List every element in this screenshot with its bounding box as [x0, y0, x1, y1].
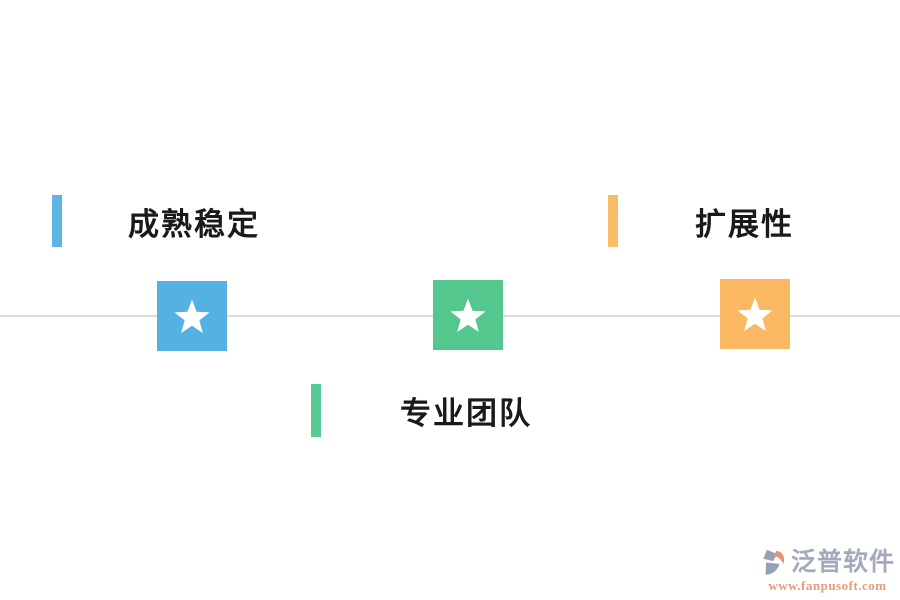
watermark-url: www.fanpusoft.com [768, 578, 887, 593]
feature-block-professional-team: 专业团队 [311, 384, 532, 437]
feature-label: 专业团队 [400, 396, 532, 431]
feature-block-mature-stable: 成熟稳定 [52, 195, 260, 247]
feature-label: 成熟稳定 [128, 206, 260, 242]
watermark-brand-row: 泛普软件 [760, 547, 895, 577]
fanpu-logo-icon [763, 549, 785, 575]
star-tile [720, 279, 790, 349]
watermark-brand: 泛普软件 [790, 547, 895, 576]
accent-bar [608, 195, 618, 247]
accent-bar [311, 384, 321, 437]
star-icon [450, 298, 486, 332]
star-icon [737, 297, 773, 331]
feature-block-scalability: 扩展性 [608, 195, 794, 247]
star-tile [157, 281, 227, 351]
feature-label: 扩展性 [695, 206, 794, 242]
star-icon [174, 299, 210, 333]
accent-bar [52, 195, 62, 247]
watermark: 泛普软件 www.fanpusoft.com [760, 547, 895, 592]
star-tile [433, 280, 503, 350]
